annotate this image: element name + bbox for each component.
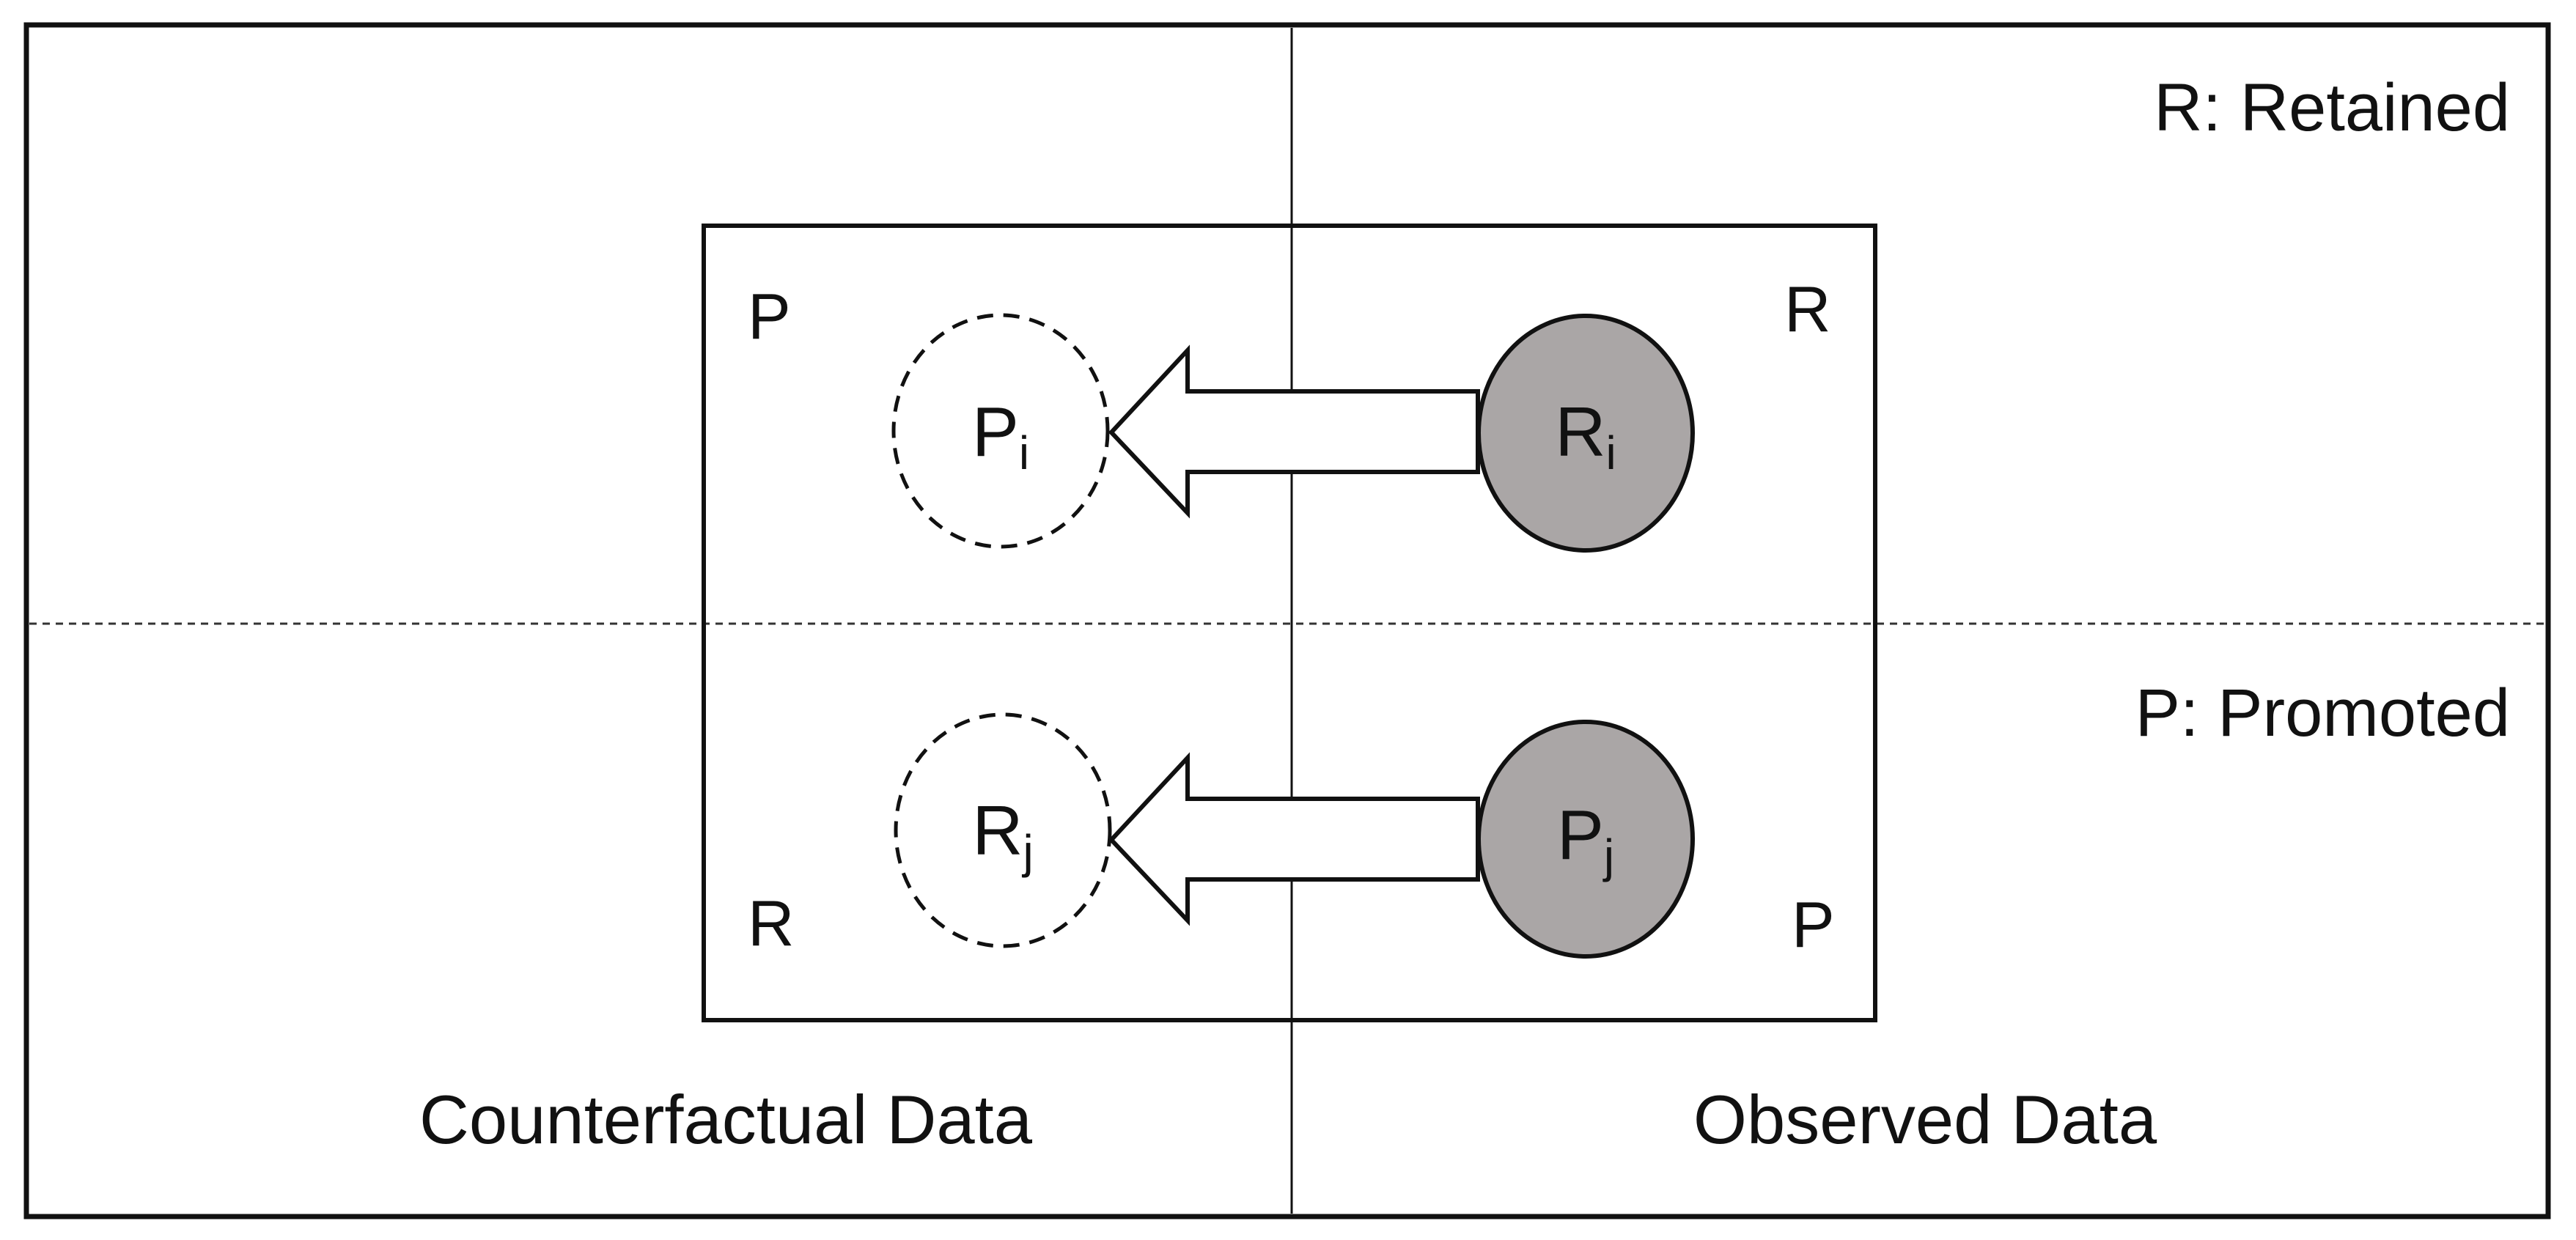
node-r-j-main: R [972,791,1023,870]
node-p-i-sub: i [1019,427,1029,479]
node-r-j-circle [894,712,1112,948]
legend-retained: R: Retained [2154,70,2510,145]
node-r-i-sub: i [1606,427,1616,479]
node-p-i-circle [891,313,1110,549]
quadrant-label-upper-left: P [748,280,791,353]
node-p-i-main: P [972,393,1019,471]
inner-box [702,224,1877,1022]
node-r-j-label: Rj [972,791,1034,878]
node-p-j-main: P [1557,796,1604,874]
node-r-i-circle [1476,314,1695,553]
arrow-lower [1108,752,1480,926]
quadrant-label-lower-left: R [748,887,795,959]
legend-promoted: P: Promoted [2135,676,2510,750]
node-p-j-sub: j [1602,830,1614,882]
node-p-j-label: Pj [1557,796,1614,882]
node-r-j-sub: j [1022,825,1034,878]
node-r-i-label: Ri [1555,393,1616,479]
outer-frame [23,22,2551,1219]
quadrant-label-upper-right: R [1784,273,1831,345]
node-r-i-main: R [1555,393,1605,471]
node-p-i-label: Pi [972,393,1029,479]
arrow-upper [1108,344,1480,519]
quadrant-label-lower-right: P [1792,888,1835,961]
node-p-j-circle [1476,720,1695,959]
observed-data-label: Observed Data [1693,1081,2157,1158]
counterfactual-data-label: Counterfactual Data [419,1081,1033,1158]
